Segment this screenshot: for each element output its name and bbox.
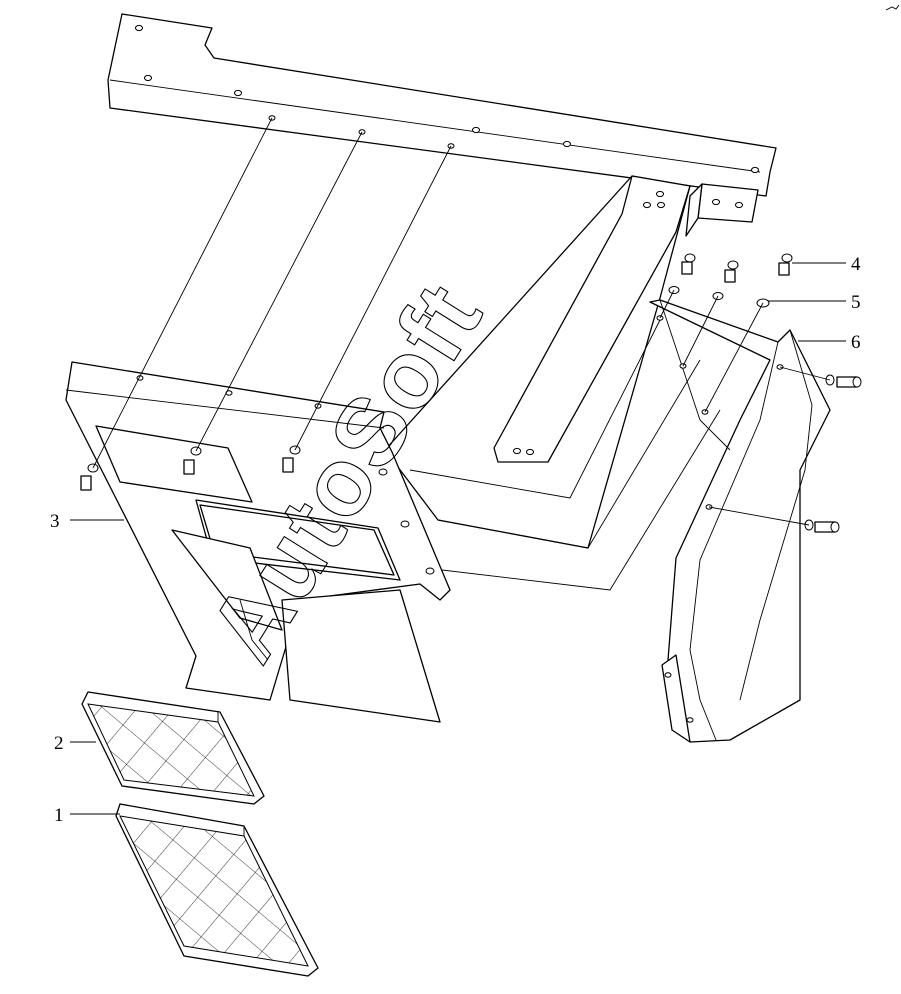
callout-4: 4 — [851, 254, 861, 275]
bolt — [80, 463, 99, 491]
bolt — [825, 374, 862, 388]
part-1-filter-pad — [115, 803, 319, 977]
callout-2: 2 — [54, 733, 64, 754]
part-6-side-panel — [649, 299, 831, 743]
top-mounting-rail — [107, 13, 777, 237]
callout-1: 1 — [54, 805, 64, 826]
part-3-front-intake-panel — [65, 361, 451, 723]
bolt — [668, 253, 696, 294]
callout-6: 6 — [851, 332, 861, 353]
assembly-centre-lines — [92, 117, 831, 526]
callout-5: 5 — [851, 292, 861, 313]
part-2-filter-pad — [81, 691, 265, 805]
fasteners — [80, 253, 862, 533]
callout-3: 3 — [50, 511, 60, 532]
bolt — [756, 253, 793, 308]
bolt — [712, 260, 739, 300]
bolt — [804, 519, 840, 533]
corner-mark — [885, 4, 900, 11]
callout-leaders — [70, 262, 846, 815]
rear-vertical-panel — [384, 175, 721, 591]
